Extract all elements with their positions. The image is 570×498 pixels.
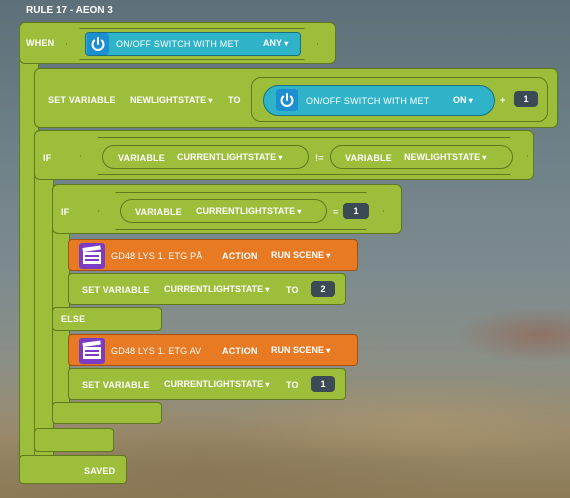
number-input-2[interactable]: 1: [343, 203, 369, 219]
action-label-1: ACTION: [222, 251, 258, 261]
currentlightstate-dropdown[interactable]: CURRENTLIGHTSTATE: [196, 206, 301, 216]
if-label-1: IF: [43, 153, 52, 163]
if-label-2: IF: [61, 207, 70, 217]
set-var-device-name: ON/OFF SWITCH WITH MET: [306, 96, 430, 106]
plus-operator: +: [500, 95, 506, 105]
to-label-1: TO: [228, 95, 241, 105]
else-bar[interactable]: [52, 307, 162, 331]
set-variable-label-2: SET VARIABLE: [82, 285, 150, 295]
when-label: WHEN: [26, 38, 55, 48]
newlightstate-dropdown[interactable]: NEWLIGHTSTATE: [130, 95, 212, 105]
power-icon: [276, 89, 298, 111]
equal-operator: =: [333, 207, 339, 217]
if-1-end-bar[interactable]: [34, 428, 114, 452]
variable-keyword: VARIABLE: [345, 153, 392, 163]
run-scene-dropdown-1[interactable]: RUN SCENE: [271, 250, 330, 260]
when-device-name: ON/OFF SWITCH WITH MET: [116, 39, 240, 49]
variable-keyword: VARIABLE: [118, 153, 165, 163]
power-icon: [87, 33, 109, 55]
clapperboard-icon: [79, 243, 105, 269]
clapperboard-icon: [79, 338, 105, 364]
set-variable-label-1: SET VARIABLE: [48, 95, 116, 105]
rule-title: RULE 17 - AEON 3: [26, 5, 113, 16]
number-input-4[interactable]: 1: [311, 376, 335, 392]
else-label: ELSE: [61, 314, 86, 324]
variable-keyword: VARIABLE: [135, 207, 182, 217]
saved-status: SAVED: [84, 466, 116, 476]
number-input-3[interactable]: 2: [311, 281, 335, 297]
scene-device-name-1: GD48 LYS 1. ETG PÅ: [111, 251, 203, 261]
to-label-3: TO: [286, 380, 299, 390]
newlightstate-dropdown[interactable]: NEWLIGHTSTATE: [404, 152, 486, 162]
currentlightstate-dropdown[interactable]: CURRENTLIGHTSTATE: [164, 379, 269, 389]
if-block-1[interactable]: [34, 130, 54, 465]
to-label-2: TO: [286, 285, 299, 295]
run-scene-dropdown-2[interactable]: RUN SCENE: [271, 345, 330, 355]
currentlightstate-dropdown[interactable]: CURRENTLIGHTSTATE: [177, 152, 282, 162]
when-value-dropdown[interactable]: ANY: [263, 38, 288, 48]
scene-device-name-2: GD48 LYS 1. ETG AV: [111, 346, 202, 356]
if-2-end-bar[interactable]: [52, 402, 162, 424]
saved-footer: [19, 455, 127, 484]
set-variable-label-3: SET VARIABLE: [82, 380, 150, 390]
on-value-dropdown[interactable]: ON: [453, 95, 473, 105]
number-input-1[interactable]: 1: [514, 91, 538, 107]
not-equal-operator: !=: [315, 153, 324, 163]
action-label-2: ACTION: [222, 346, 258, 356]
currentlightstate-dropdown[interactable]: CURRENTLIGHTSTATE: [164, 284, 269, 294]
when-device-block[interactable]: [85, 32, 301, 56]
